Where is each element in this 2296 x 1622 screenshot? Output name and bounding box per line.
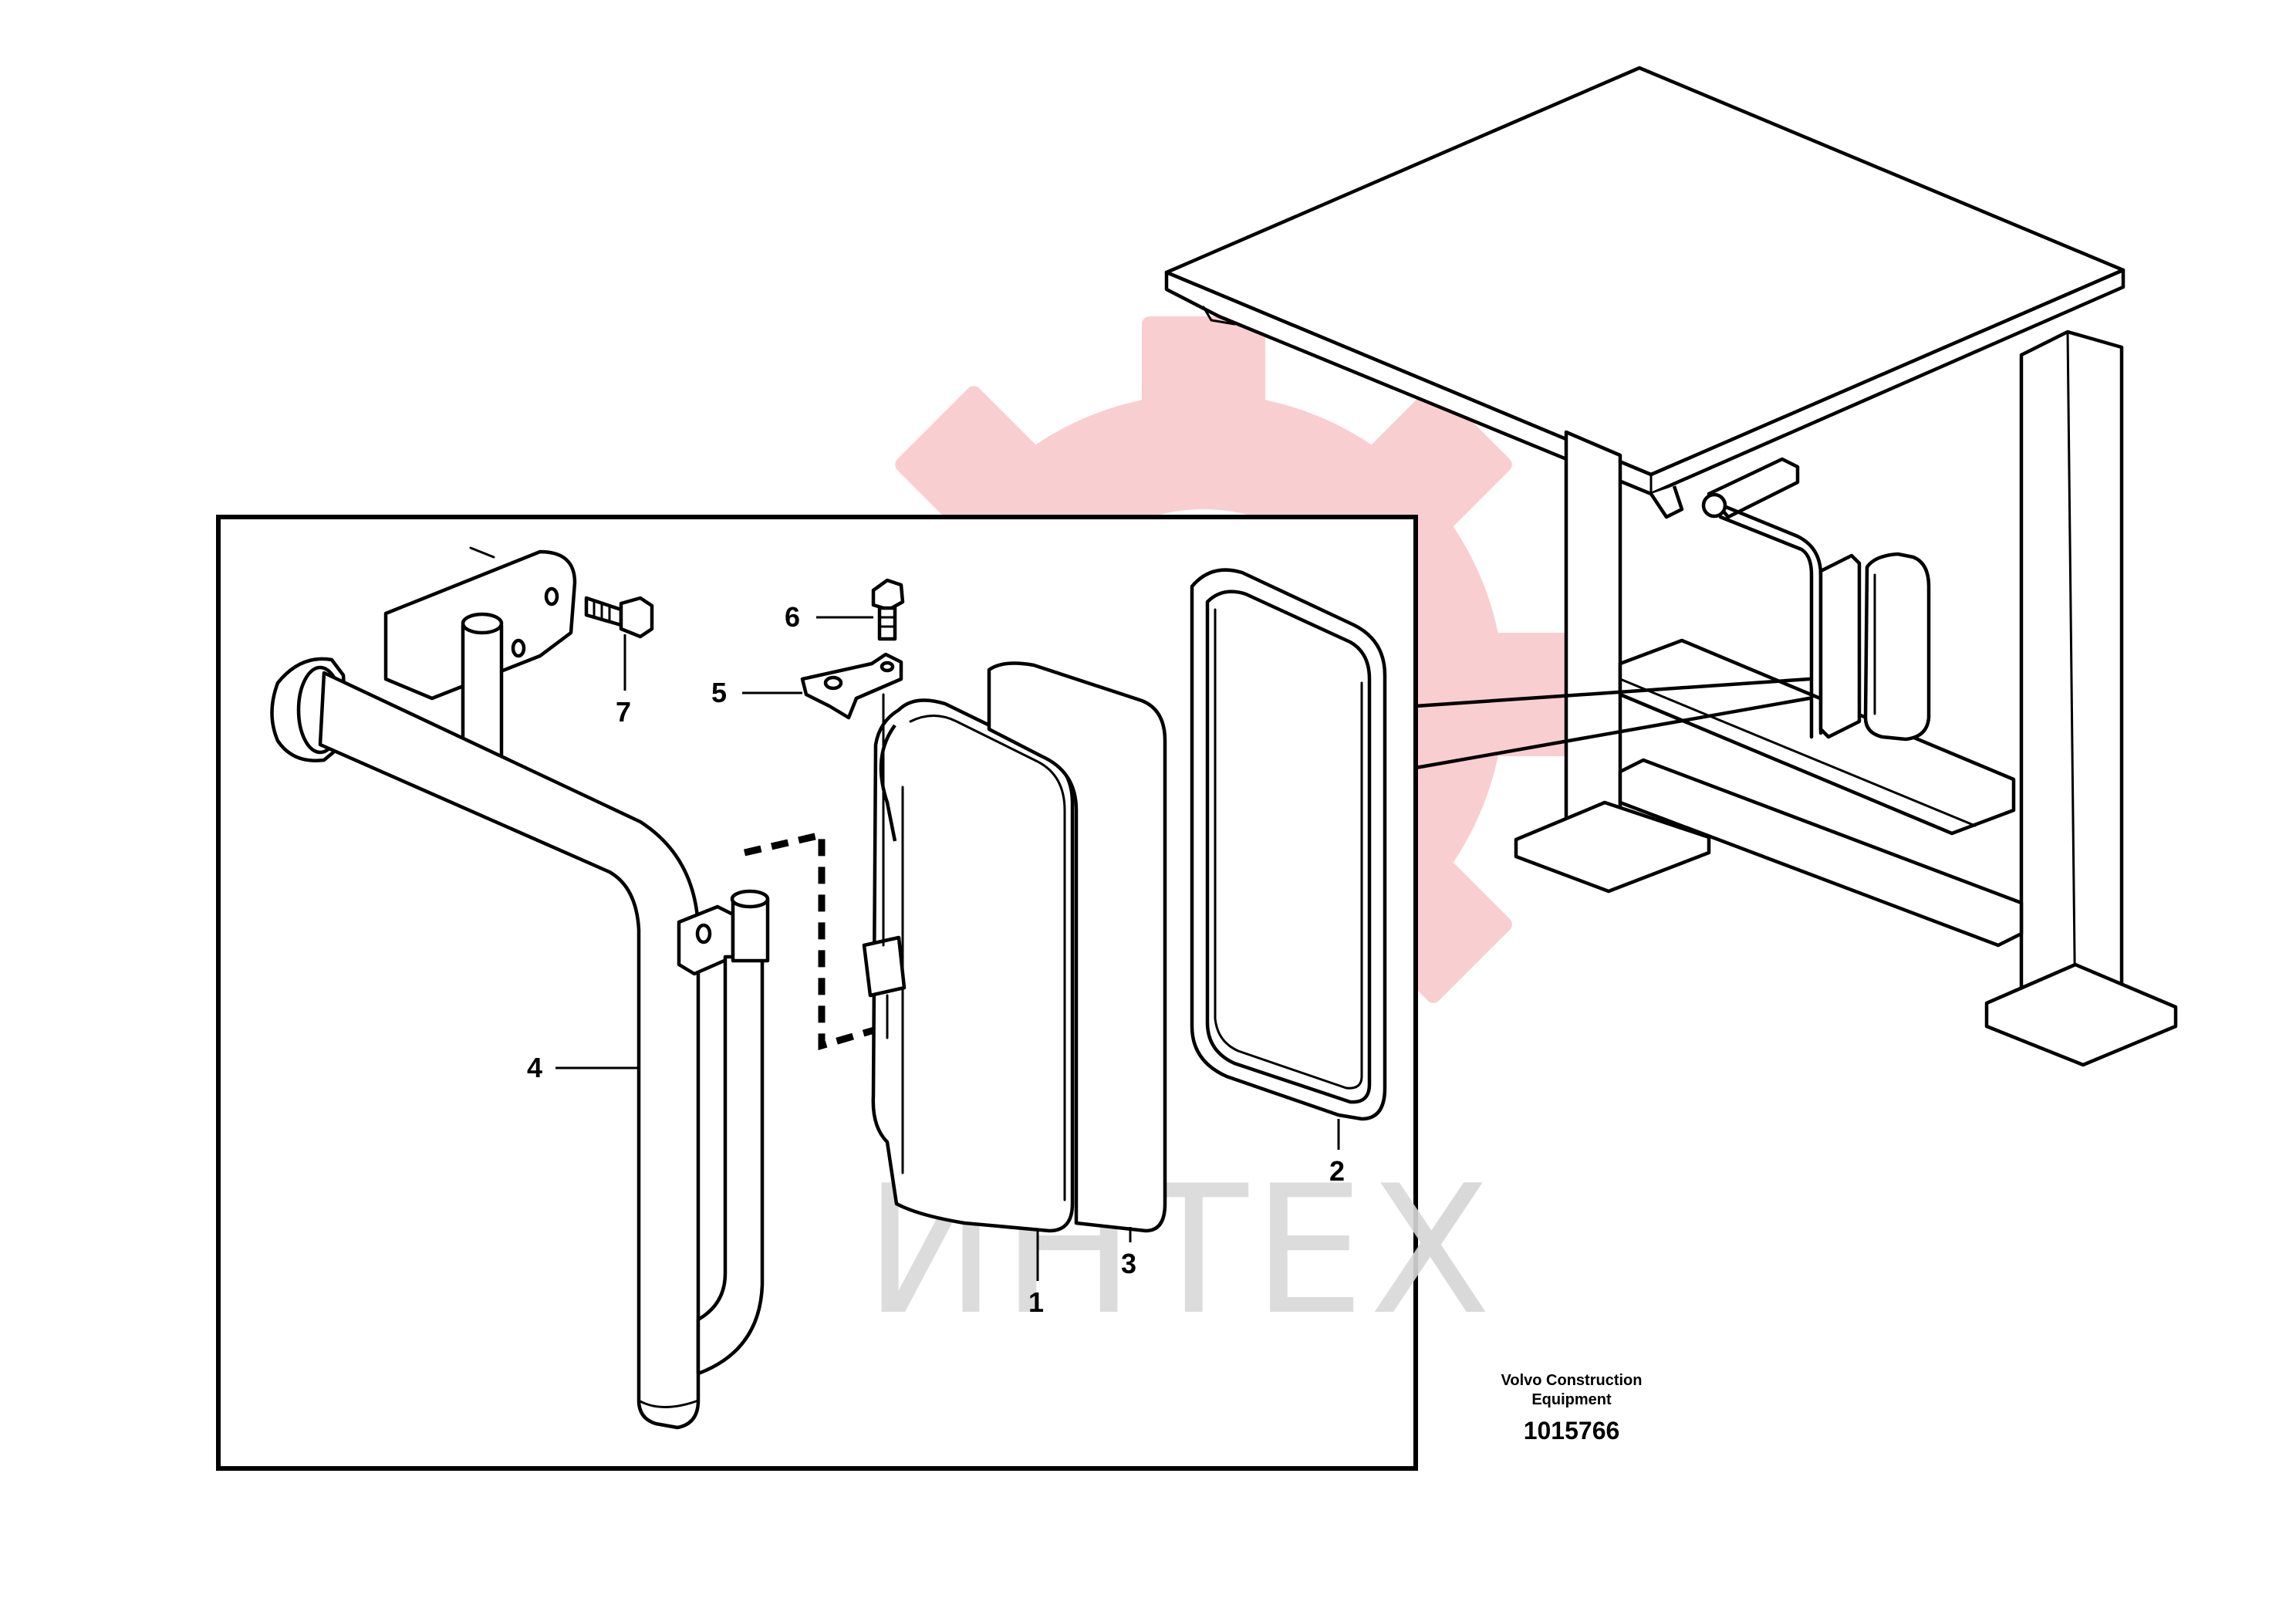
document-number: 1015766 <box>1524 1417 1620 1445</box>
brand-block: Volvo Construction Equipment 1015766 <box>1501 1372 1643 1445</box>
svg-text:6: 6 <box>785 601 800 633</box>
part-5-clip <box>800 652 903 720</box>
callouts: 1 2 3 4 5 6 7 <box>527 601 1345 1318</box>
svg-text:7: 7 <box>616 696 631 728</box>
callout-6: 6 <box>785 601 873 633</box>
part-4-mirror-arm <box>270 546 770 1430</box>
brand-line-2: Equipment <box>1531 1391 1612 1408</box>
callout-4: 4 <box>527 1052 639 1083</box>
callout-2: 2 <box>1329 1119 1345 1187</box>
svg-text:2: 2 <box>1329 1155 1345 1187</box>
callout-7: 7 <box>616 634 631 728</box>
svg-text:4: 4 <box>527 1052 542 1083</box>
part-1-mirror-housing <box>862 693 1075 1233</box>
part-3-mirror-glass <box>987 661 1167 1233</box>
dashed-guide-line <box>743 830 889 1051</box>
callout-1: 1 <box>1028 1231 1044 1318</box>
svg-text:5: 5 <box>711 677 727 708</box>
part-2-mirror-frame <box>1190 568 1387 1121</box>
part-6-screw <box>871 578 905 641</box>
callout-5: 5 <box>711 677 802 708</box>
zoom-leader-lines <box>1413 677 1811 770</box>
svg-text:1: 1 <box>1028 1286 1044 1318</box>
cab-structure <box>1164 66 2178 1067</box>
svg-text:3: 3 <box>1121 1248 1136 1279</box>
callout-3: 3 <box>1121 1227 1136 1279</box>
part-7-bolt <box>584 596 654 639</box>
brand-line-1: Volvo Construction <box>1501 1372 1643 1389</box>
